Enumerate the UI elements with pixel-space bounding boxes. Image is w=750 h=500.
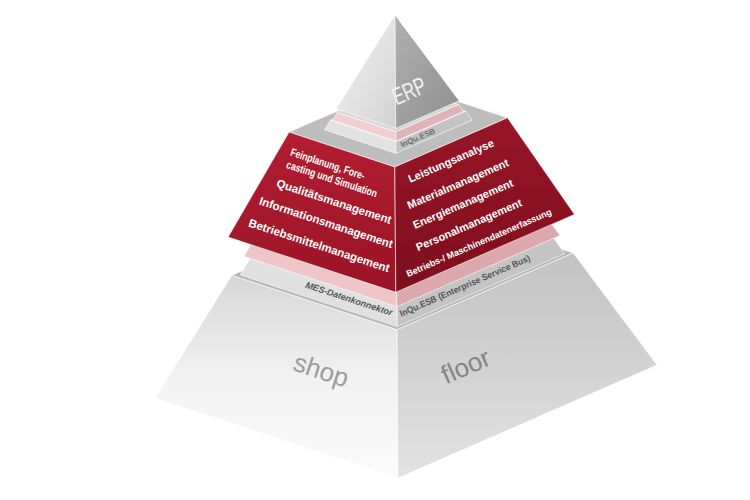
layer-label: shop xyxy=(290,348,353,394)
layer-label: InQu.ESB xyxy=(399,126,436,149)
pyramid-layer: shop floor xyxy=(155,199,657,478)
erp-pyramid-tip-left xyxy=(336,15,396,128)
mes-band-left xyxy=(228,132,396,292)
layer-label: ERP xyxy=(388,71,431,110)
layer-label: InQu.ESB (Enterprise Service Bus) xyxy=(398,253,532,319)
pyramid-layer: InQu.ESB xyxy=(325,90,473,154)
mes-band-right xyxy=(395,118,575,292)
layer-label: MES-Datenkonnektor xyxy=(304,280,394,318)
shop-floor-block-left xyxy=(155,275,398,478)
pyramid-layer: ERP xyxy=(336,15,459,128)
erp-pyramid-tip-right xyxy=(395,15,459,128)
layer-label: floor xyxy=(437,343,495,391)
pyramid-layer: MES-DatenkonnektorInQu.ESB (Enterprise S… xyxy=(240,188,564,326)
